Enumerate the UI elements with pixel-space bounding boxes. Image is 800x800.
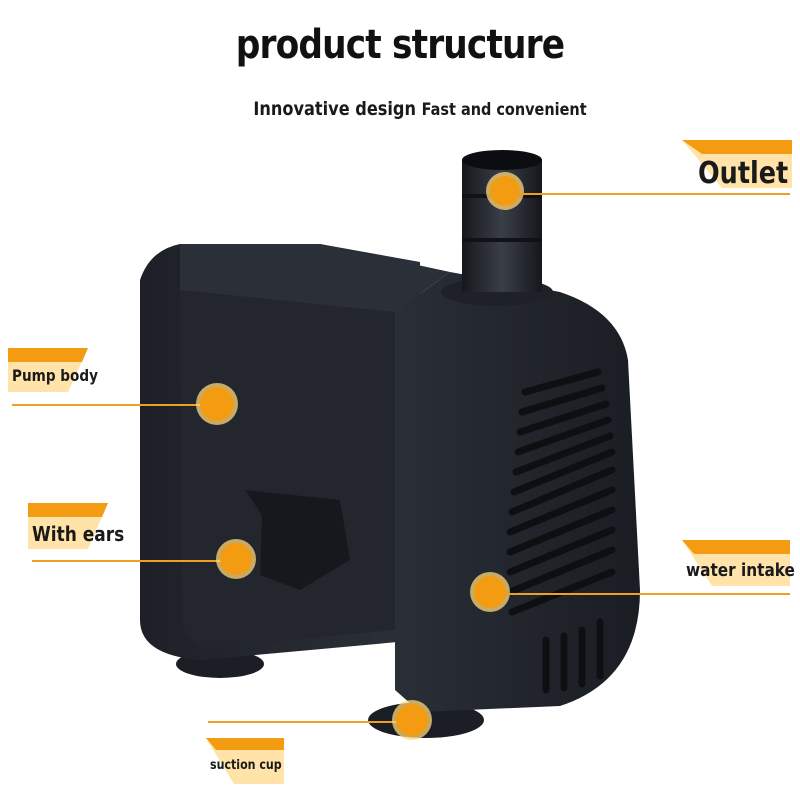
label-outlet: Outlet — [698, 156, 789, 191]
pump-body-face — [180, 290, 395, 648]
page-subtitle: Innovative design Fast and convenient — [63, 98, 777, 120]
mounting-ear — [245, 490, 350, 590]
with-ears-leader-line — [32, 560, 222, 562]
page-title: product structure — [235, 22, 565, 68]
suction-cup-marker-dot — [396, 704, 428, 736]
pump-body-tag-bg — [8, 348, 88, 392]
pump-body-marker-dot — [200, 387, 234, 421]
with-ears-tag-bg — [28, 503, 108, 549]
label-pump-body: Pump body — [12, 366, 98, 385]
label-with-ears: With ears — [32, 522, 125, 546]
outlet-marker-dot — [490, 176, 520, 206]
outlet-tag-bg — [682, 140, 792, 188]
label-suction-cup: suction cup — [210, 758, 282, 773]
outlet-leader-line — [520, 193, 790, 195]
subtitle-part2: Fast and convenient — [421, 100, 587, 120]
suction-cup-leader-line — [208, 721, 398, 723]
label-water-intake: water intake — [686, 560, 795, 581]
water-intake-leader-line — [506, 593, 790, 595]
water-intake-tag-bg — [682, 540, 790, 586]
with-ears-marker-dot — [220, 543, 252, 575]
water-intake-vents — [506, 368, 616, 694]
pump-top — [180, 244, 450, 312]
outlet-opening — [462, 150, 542, 170]
suction-cup-tag-bg — [206, 738, 284, 784]
pump-body-leader-line — [12, 404, 202, 406]
water-intake-marker-dot — [474, 576, 506, 608]
subtitle-part1: Innovative design — [253, 98, 417, 120]
